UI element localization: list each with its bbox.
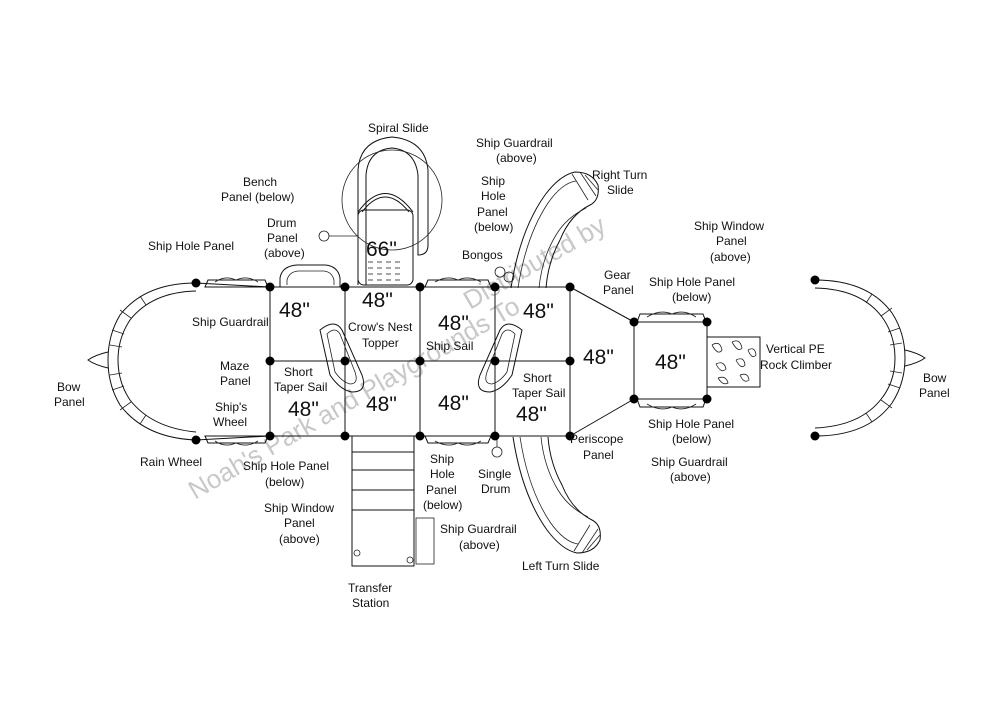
label-ship-hole-panel-top: Ship xyxy=(481,174,505,188)
label-maze-panel: Maze xyxy=(220,359,250,373)
label-ship-guardrail-top: Ship Guardrail xyxy=(476,136,553,150)
bow-panel-right xyxy=(814,279,926,437)
label-line: (above) xyxy=(710,250,751,264)
label-ship-hole-panel-right-bottom: Ship Hole Panel xyxy=(648,417,734,431)
label-bow-panel-left: Bow xyxy=(57,380,81,394)
deck-height: 48" xyxy=(523,300,554,323)
ship-hole-panel-bottom-mid xyxy=(424,435,492,446)
label-ship-hole-panel-bottom-left: Ship Hole Panel xyxy=(243,459,329,473)
deck-height: 48" xyxy=(288,398,319,421)
deck-height: 48" xyxy=(655,351,686,374)
label-bongos: Bongos xyxy=(462,248,503,262)
deck-height: 48" xyxy=(438,392,469,415)
transfer-station xyxy=(351,435,435,567)
label-ship-sail: Ship Sail xyxy=(426,339,473,353)
label-line: Wheel xyxy=(213,415,247,429)
label-line: Station xyxy=(352,596,389,610)
label-line: (below) xyxy=(423,498,462,512)
bow-panel-left xyxy=(87,282,197,441)
deck-height: 48" xyxy=(583,346,614,369)
ship-hole-panel-top-left xyxy=(204,277,269,288)
label-line: Panel (below) xyxy=(221,190,294,204)
label-line: Drum xyxy=(481,482,510,496)
label-crows-nest-topper: Crow's Nest xyxy=(348,320,413,334)
label-line: (above) xyxy=(670,470,711,484)
label-line: Rock Climber xyxy=(760,358,832,372)
label-ship-hole-panel-bottom-mid: Ship xyxy=(430,452,454,466)
label-line: Panel xyxy=(603,283,634,297)
label-line: (below) xyxy=(672,290,711,304)
deck-height: 48" xyxy=(279,299,310,322)
drum-panel xyxy=(279,264,341,287)
deck-heights: 48" 48" 48" 48" 48" 48" 48" 48" 48" 48" … xyxy=(279,238,686,426)
label-ships-wheel: Ship's xyxy=(215,400,247,414)
component-labels: Spiral Slide Ship Guardrail (above) Righ… xyxy=(54,121,950,610)
label-line: Hole xyxy=(481,189,506,203)
label-line: Panel xyxy=(919,386,950,400)
ship-hole-panel-top-mid xyxy=(424,277,492,288)
label-transfer-station: Transfer xyxy=(348,581,392,595)
ship-hole-panel-bottom-left xyxy=(204,435,269,446)
deck-height: 48" xyxy=(366,393,397,416)
ship-hole-panel-right-bottom xyxy=(636,398,707,410)
label-rain-wheel: Rain Wheel xyxy=(140,455,202,469)
label-line: Hole xyxy=(430,467,455,481)
label-line: Panel xyxy=(267,231,298,245)
label-line: (below) xyxy=(672,432,711,446)
label-left-turn-slide: Left Turn Slide xyxy=(522,559,600,573)
label-line: (above) xyxy=(459,538,500,552)
label-line: Panel xyxy=(54,395,85,409)
label-line: Panel xyxy=(583,448,614,462)
label-line: Panel xyxy=(220,374,251,388)
label-vertical-pe-rock-climber: Vertical PE xyxy=(766,342,825,356)
ship-hole-panel-right-top xyxy=(636,311,707,323)
label-ship-window-panel-bottom: Ship Window xyxy=(264,501,334,515)
deck-height: 48" xyxy=(438,312,469,335)
left-turn-slide xyxy=(512,436,601,554)
deck-height: 48" xyxy=(362,289,393,312)
label-line: (below) xyxy=(265,475,304,489)
label-line: Panel xyxy=(426,483,457,497)
label-line: (above) xyxy=(279,532,320,546)
label-ship-hole-panel-right-top: Ship Hole Panel xyxy=(649,275,735,289)
right-turn-slide xyxy=(510,171,599,289)
tower-height: 66" xyxy=(366,238,397,261)
label-line: (above) xyxy=(496,151,537,165)
label-spiral-slide: Spiral Slide xyxy=(368,121,429,135)
label-ship-guardrail-left: Ship Guardrail xyxy=(192,315,269,329)
label-single-drum: Single xyxy=(478,467,512,481)
spiral-slide xyxy=(318,136,443,286)
posts xyxy=(191,275,820,445)
label-periscope-panel: Periscope xyxy=(570,432,624,446)
label-line: Taper Sail xyxy=(512,386,565,400)
label-line: (below) xyxy=(474,220,513,234)
label-drum-panel: Drum xyxy=(267,216,296,230)
label-ship-window-panel-right: Ship Window xyxy=(694,219,764,233)
label-line: Topper xyxy=(362,336,399,350)
label-bow-panel-right: Bow xyxy=(923,371,947,385)
deck-height: 48" xyxy=(516,403,547,426)
label-line: Slide xyxy=(607,183,634,197)
bongos xyxy=(494,266,515,283)
label-bench-panel: Bench xyxy=(243,175,277,189)
taper-sails xyxy=(319,323,523,393)
label-line: Taper Sail xyxy=(274,380,327,394)
label-gear-panel: Gear xyxy=(604,268,631,282)
rock-climber xyxy=(706,336,761,388)
label-short-taper-sail-right: Short xyxy=(523,371,552,385)
label-ship-hole-panel-left: Ship Hole Panel xyxy=(148,239,234,253)
label-ship-guardrail-right: Ship Guardrail xyxy=(651,455,728,469)
label-ship-guardrail-bottom: Ship Guardrail xyxy=(440,522,517,536)
ship-hole-panels xyxy=(204,277,707,446)
label-line: (above) xyxy=(264,246,305,260)
label-right-turn-slide: Right Turn xyxy=(592,168,647,182)
label-line: Panel xyxy=(284,516,315,530)
label-line: Panel xyxy=(716,234,747,248)
label-short-taper-sail-left: Short xyxy=(284,365,313,379)
label-line: Panel xyxy=(477,205,508,219)
